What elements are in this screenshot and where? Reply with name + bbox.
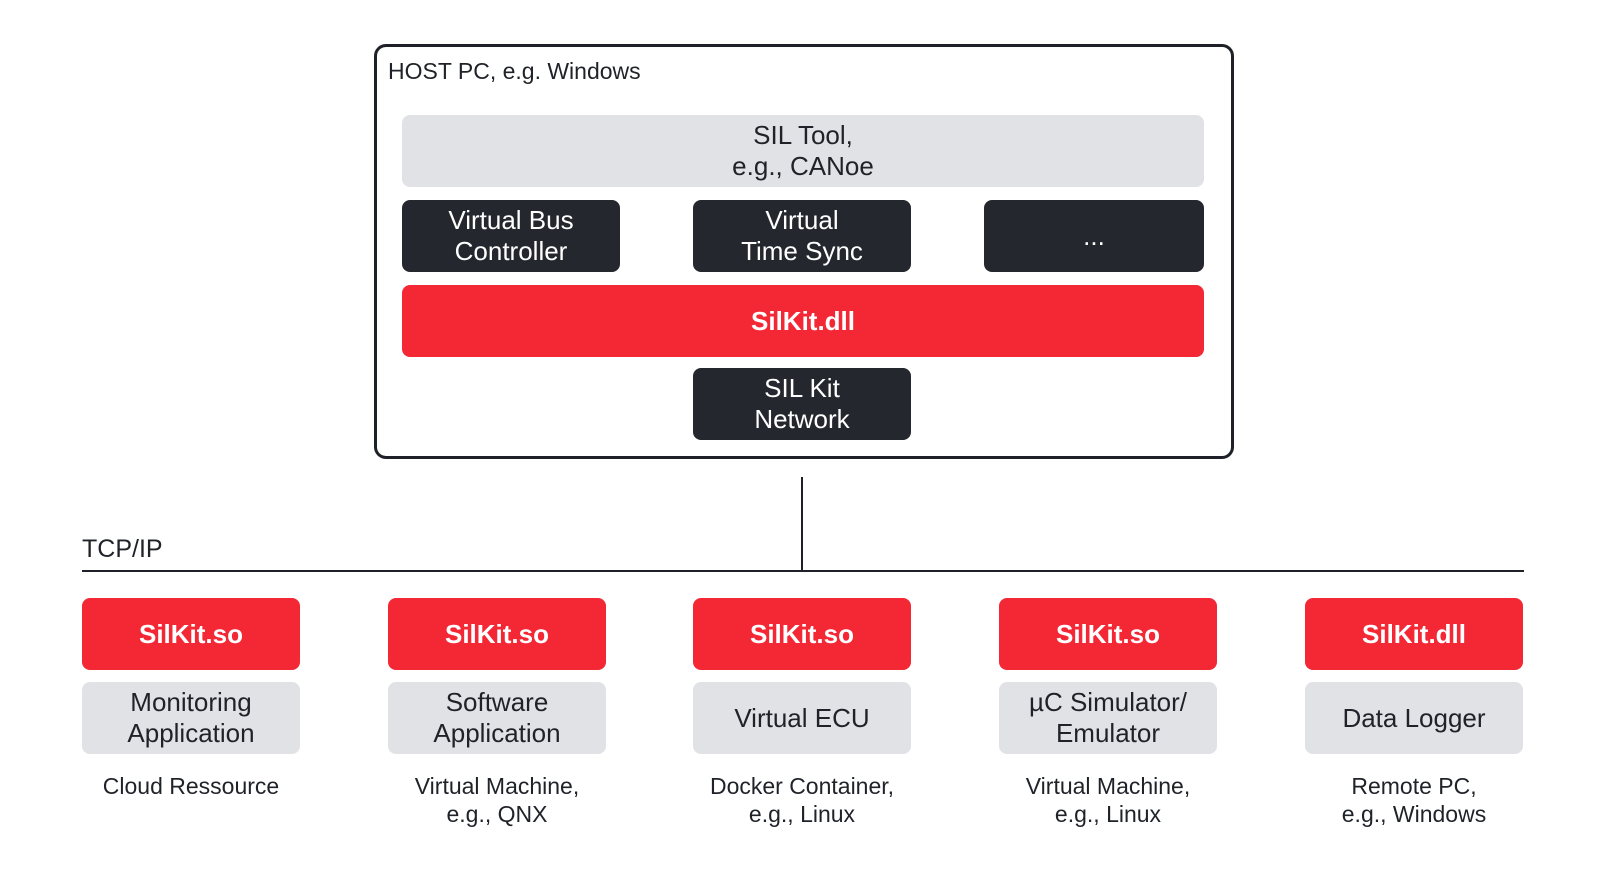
node-application-block: Monitoring Application: [82, 682, 300, 754]
sil-kit-network-block: SIL Kit Network: [693, 368, 911, 440]
node-library-block: SilKit.so: [999, 598, 1217, 670]
tcp-ip-bus-line: [82, 570, 1524, 572]
node-host-label: Virtual Machine, e.g., QNX: [414, 773, 580, 827]
host-pc-label: HOST PC, e.g. Windows: [388, 58, 641, 84]
host-connection-line: [801, 477, 803, 572]
node-library-block: SilKit.so: [388, 598, 606, 670]
node-application-block: Virtual ECU: [693, 682, 911, 754]
node-library-block: SilKit.dll: [1305, 598, 1523, 670]
node-library-block: SilKit.so: [693, 598, 911, 670]
node-application-block: Data Logger: [1305, 682, 1523, 754]
tcp-ip-label: TCP/IP: [82, 535, 163, 563]
node-application-block: µC Simulator/ Emulator: [999, 682, 1217, 754]
host-silkit-dll-block: SilKit.dll: [402, 285, 1204, 357]
node-host-label: Docker Container, e.g., Linux: [709, 773, 895, 827]
node-host-label: Remote PC, e.g., Windows: [1341, 773, 1487, 827]
host-pc-box: [374, 44, 1234, 459]
virtual-bus-controller-block: Virtual Bus Controller: [402, 200, 620, 272]
node-application-block: Software Application: [388, 682, 606, 754]
sil-tool-block: SIL Tool, e.g., CANoe: [402, 115, 1204, 187]
node-host-label: Virtual Machine, e.g., Linux: [1025, 773, 1191, 827]
node-library-block: SilKit.so: [82, 598, 300, 670]
more-components-block: ...: [984, 200, 1204, 272]
node-host-label: Cloud Ressource: [102, 773, 280, 799]
virtual-time-sync-block: Virtual Time Sync: [693, 200, 911, 272]
